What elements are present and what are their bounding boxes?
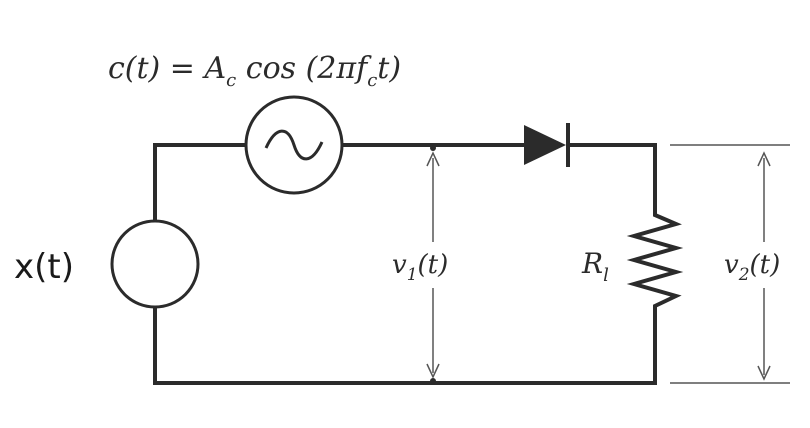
wire-bottom: [153, 304, 657, 385]
resistor: [626, 203, 684, 320]
v2-label: v2(t): [724, 250, 780, 285]
wire-top-right: [568, 143, 657, 207]
v1-arrowhead-down-icon: [426, 363, 440, 379]
v1-label: v1(t): [392, 250, 448, 285]
input-label: x(t): [14, 247, 74, 287]
carrier-label: c(t) = Ac cos (2πfct): [108, 51, 401, 91]
diode: [524, 123, 570, 167]
carrier-source: [244, 95, 344, 195]
v1-arrowhead-up-icon: [426, 151, 440, 167]
v1-indicator: [426, 145, 440, 384]
v2-indicator: [757, 151, 771, 381]
diode-triangle-icon: [524, 125, 566, 165]
resistor-zigzag-icon: [626, 203, 684, 320]
v2-arrowhead-down-icon: [757, 365, 771, 381]
output-terminals: [670, 144, 790, 384]
v1-node-bottom: [430, 378, 436, 384]
resistor-label: Rl: [581, 247, 609, 286]
wires: [153, 143, 657, 385]
v1-node-top: [430, 145, 436, 151]
input-source: [110, 219, 200, 309]
sine-wave-icon: [264, 129, 324, 161]
input-source-circle: [110, 219, 200, 309]
v2-arrowhead-up-icon: [757, 151, 771, 167]
